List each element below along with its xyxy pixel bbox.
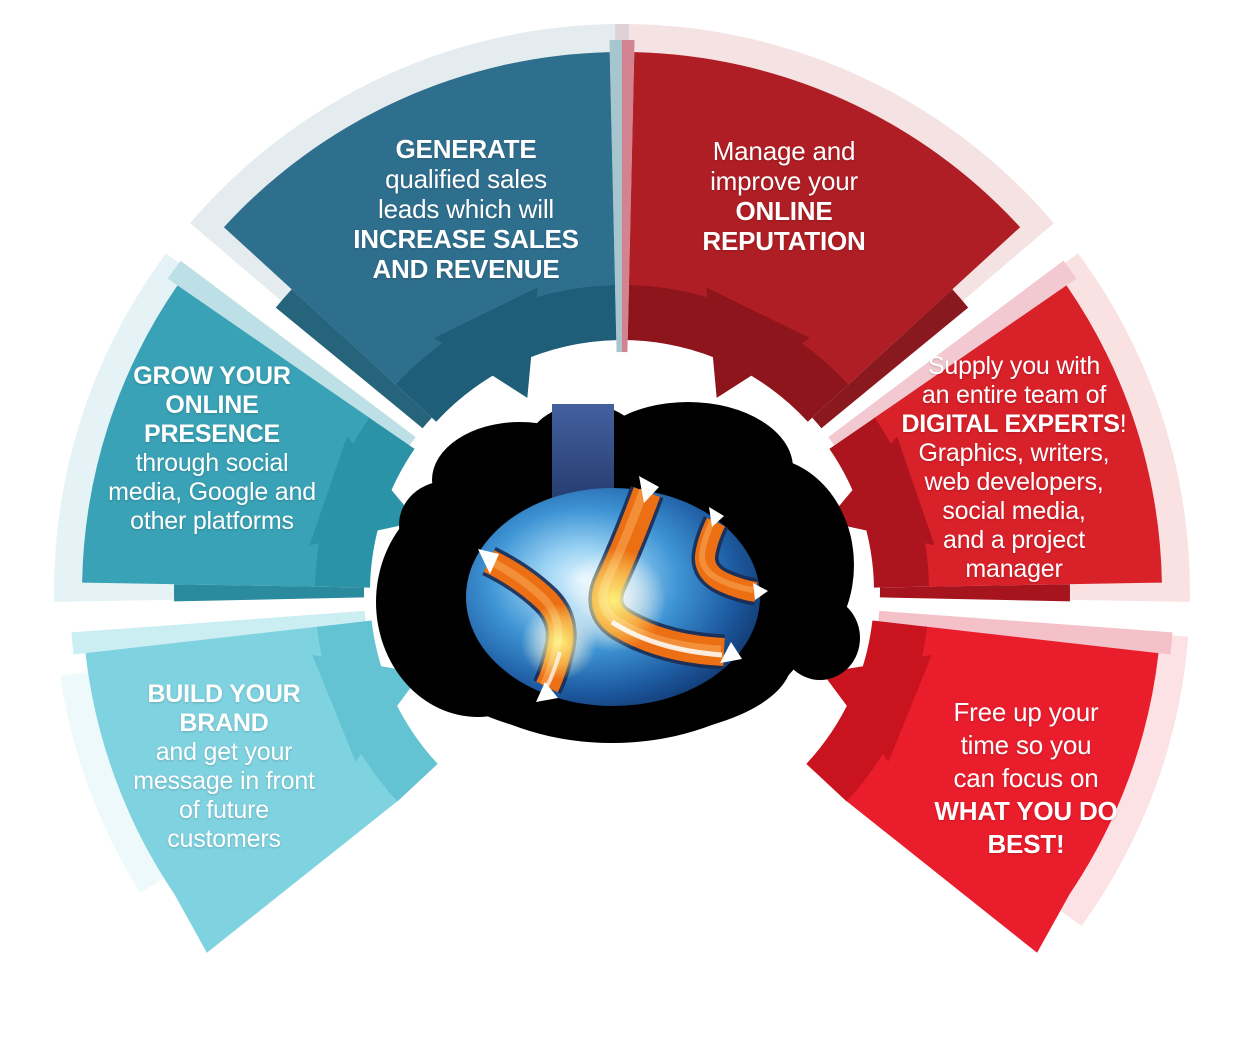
- text-line: BEST!: [987, 829, 1065, 859]
- text-line: through social: [135, 449, 289, 477]
- segment-wedge-free: [845, 626, 1159, 953]
- segment-wedge-grow: [82, 285, 371, 587]
- pencil-tip: [720, 642, 742, 663]
- segment-arrow-tab-generate: [434, 287, 538, 398]
- segment-arrow-tab-free: [822, 655, 932, 762]
- text-line: manager: [965, 555, 1063, 583]
- segment-edge-stripe-grow: [167, 260, 416, 446]
- text-line: ONLINE: [735, 196, 833, 226]
- segment-fold-manage: [812, 289, 969, 429]
- text-line: Supply you with: [927, 352, 1101, 380]
- text-line: BUILD YOUR: [147, 680, 301, 708]
- segment-arrow-tab-grow: [309, 436, 418, 546]
- pencil-tip: [753, 583, 768, 600]
- text-line: GENERATE: [395, 134, 537, 164]
- text-line: INCREASE SALES: [353, 224, 579, 254]
- segment-edge-stripe-manage: [622, 39, 635, 353]
- text-line: and a project: [943, 526, 1085, 554]
- text-line: GROW YOUR: [133, 362, 291, 390]
- text-line: Manage and: [712, 136, 856, 166]
- pencil-tip: [709, 507, 724, 527]
- text-line: of future: [179, 796, 269, 824]
- pencil-glow-left: [521, 604, 597, 680]
- pencil-globe-logo: [376, 402, 860, 743]
- text-line: WHAT YOU DO: [934, 796, 1118, 826]
- text-line: message in front: [133, 767, 315, 795]
- text-line: web developers,: [924, 468, 1104, 496]
- segment-arrow-tab-build: [312, 655, 422, 762]
- pencil-tip: [478, 549, 499, 574]
- text-line: Graphics, writers,: [918, 439, 1110, 467]
- text-line: AND REVENUE: [372, 254, 560, 284]
- segment-edge-stripe-free: [878, 610, 1173, 655]
- text-line: customers: [167, 825, 281, 853]
- pencil-underside-highlight: [610, 619, 723, 658]
- segment-wedge-build: [85, 626, 399, 953]
- text-line: social media,: [942, 497, 1086, 525]
- segment-fold-generate: [275, 289, 432, 429]
- segment-arrow-tab-manage: [706, 287, 810, 398]
- text-line: time so you: [960, 730, 1092, 760]
- segment-wedge-supply: [873, 285, 1162, 587]
- text-line: and get your: [155, 738, 293, 766]
- text-line: an entire team of: [921, 381, 1107, 409]
- text-line: REPUTATION: [702, 226, 866, 256]
- text-line: DIGITAL EXPERTS!: [901, 410, 1127, 438]
- text-line: leads which will: [378, 194, 554, 224]
- text-line: media, Google and: [108, 478, 316, 506]
- segment-fold-grow: [174, 584, 365, 602]
- text-line: Free up your: [953, 697, 1099, 727]
- pencil-icon-right-highlight: [698, 518, 754, 593]
- pencil-underside-highlight: [543, 651, 562, 691]
- segment-edge-stripe-generate: [609, 39, 622, 353]
- pencil-icon-right: [691, 516, 759, 606]
- segment-edge-stripe-supply: [828, 260, 1077, 446]
- blob-lobe: [399, 481, 495, 569]
- blob-lobe: [780, 596, 860, 680]
- text-line: can focus on: [953, 763, 1099, 793]
- pencil-tip: [536, 682, 558, 702]
- text-line: ONLINE: [165, 391, 259, 419]
- text-line: improve your: [710, 166, 858, 196]
- text-line: BRAND: [179, 709, 269, 737]
- segment-edge-stripe-build: [71, 610, 366, 655]
- segment-fold-supply: [879, 584, 1070, 602]
- text-line: PRESENCE: [144, 420, 280, 448]
- text-line: other platforms: [130, 507, 294, 535]
- text-line: qualified sales: [385, 164, 547, 194]
- pencil-tip: [639, 476, 659, 503]
- segment-arrow-tab-supply: [826, 436, 935, 546]
